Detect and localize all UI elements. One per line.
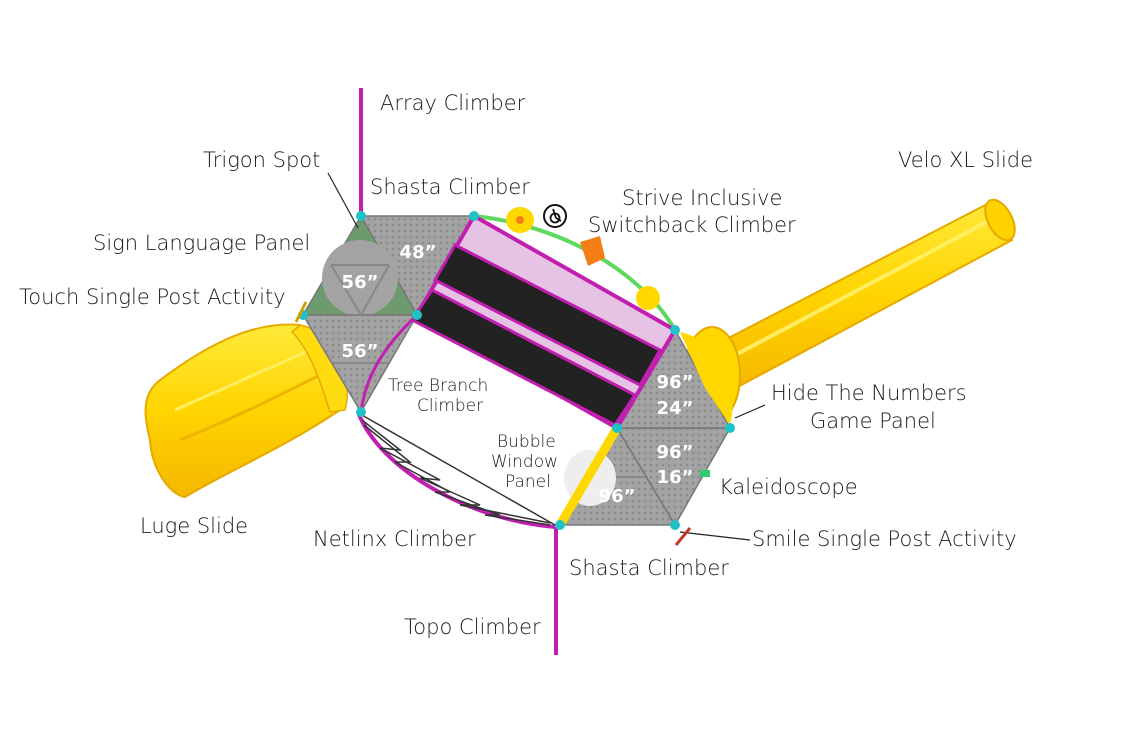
label-strive-inclusive: Strive Inclusive: [622, 186, 783, 210]
strive-inclusive-switchback-climber: [409, 207, 678, 431]
deck-height-16: 16”: [657, 467, 694, 488]
label-sign-language-panel: Sign Language Panel: [93, 231, 311, 255]
label-tree-branch: Tree Branch: [388, 376, 489, 396]
deck-height-48: 48”: [400, 242, 437, 263]
label-array-climber: Array Climber: [380, 91, 526, 115]
deck-height-96-b: 96”: [657, 442, 694, 463]
deck-height-56-lower: 56”: [342, 341, 379, 362]
decks: [301, 214, 732, 527]
label-trigon-spot: Trigon Spot: [203, 148, 321, 172]
label-smile-single-post-activity: Smile Single Post Activity: [752, 527, 1017, 551]
connectors: [298, 211, 735, 530]
label-luge-slide: Luge Slide: [140, 514, 249, 538]
netlinx-climber: [356, 411, 556, 529]
touch-single-post-activity: [294, 301, 308, 323]
label-panel: Panel: [505, 472, 551, 492]
deck-height-24: 24”: [657, 398, 694, 419]
kaleidoscope: [700, 470, 710, 477]
luge-slide: [144, 323, 348, 499]
deck-height-96-c: 96”: [599, 486, 636, 507]
label-velo-xl-slide: Velo XL Slide: [898, 148, 1034, 172]
hide-the-numbers-panel: [680, 332, 733, 425]
label-topo-climber: Topo Climber: [404, 615, 541, 639]
bubble-window-panel: [556, 425, 621, 528]
label-bubble: Bubble: [497, 432, 556, 452]
label-netlinx-climber: Netlinx Climber: [313, 527, 476, 551]
tree-branch-climber: [359, 313, 419, 413]
label-shasta-climber-bottom: Shasta Climber: [569, 556, 729, 580]
label-switchback-climber: Switchback Climber: [588, 213, 796, 237]
label-game-panel: Game Panel: [810, 409, 936, 433]
leader-lines: [327, 172, 766, 541]
label-kaleidoscope: Kaleidoscope: [719, 475, 858, 499]
label-window: Window: [491, 452, 559, 472]
label-tree-branch-climber: Climber: [417, 396, 484, 416]
deck-height-96-a: 96”: [657, 372, 694, 393]
label-touch-single-post-activity: Touch Single Post Activity: [19, 285, 286, 309]
wheelchair-icon: [543, 204, 567, 228]
label-shasta-climber-top: Shasta Climber: [370, 175, 530, 199]
smile-single-post-activity: [674, 527, 692, 546]
label-hide-the-numbers: Hide The Numbers: [771, 381, 967, 405]
deck-height-56-upper: 56”: [342, 272, 379, 293]
